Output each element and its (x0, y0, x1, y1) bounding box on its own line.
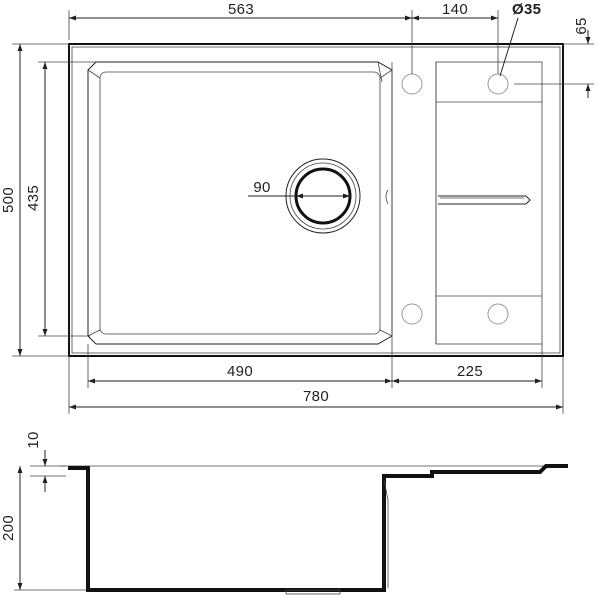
tap-hole (401, 73, 423, 95)
tap-hole (487, 73, 509, 95)
sink-inner-rim (71, 46, 561, 354)
dim-65-label: 65 (573, 17, 590, 34)
drainer-area (435, 61, 543, 345)
dim-140-label: 140 (442, 1, 468, 18)
dim-225-label: 225 (457, 363, 483, 380)
dim-90-label: 90 (253, 179, 270, 196)
dim-diameter-label: Ø35 (512, 1, 541, 18)
main-bowl (87, 61, 393, 345)
dim-563-label: 563 (228, 1, 254, 18)
dim-435-label: 435 (25, 185, 42, 211)
side-dimensions: 10 200 (0, 431, 86, 591)
side-view (60, 464, 568, 595)
dim-10-label: 10 (25, 431, 42, 448)
dim-780-label: 780 (303, 388, 329, 405)
tap-hole (487, 303, 509, 325)
sink-outline (68, 43, 564, 357)
dim-500-label: 500 (0, 187, 17, 213)
top-view (68, 43, 564, 357)
sink-cross-section (68, 464, 568, 592)
dim-200-label: 200 (0, 515, 17, 541)
tap-hole (401, 303, 423, 325)
top-dimensions: 563 140 Ø35 65 500 435 90 490 (0, 1, 594, 414)
dim-490-label: 490 (227, 363, 253, 380)
